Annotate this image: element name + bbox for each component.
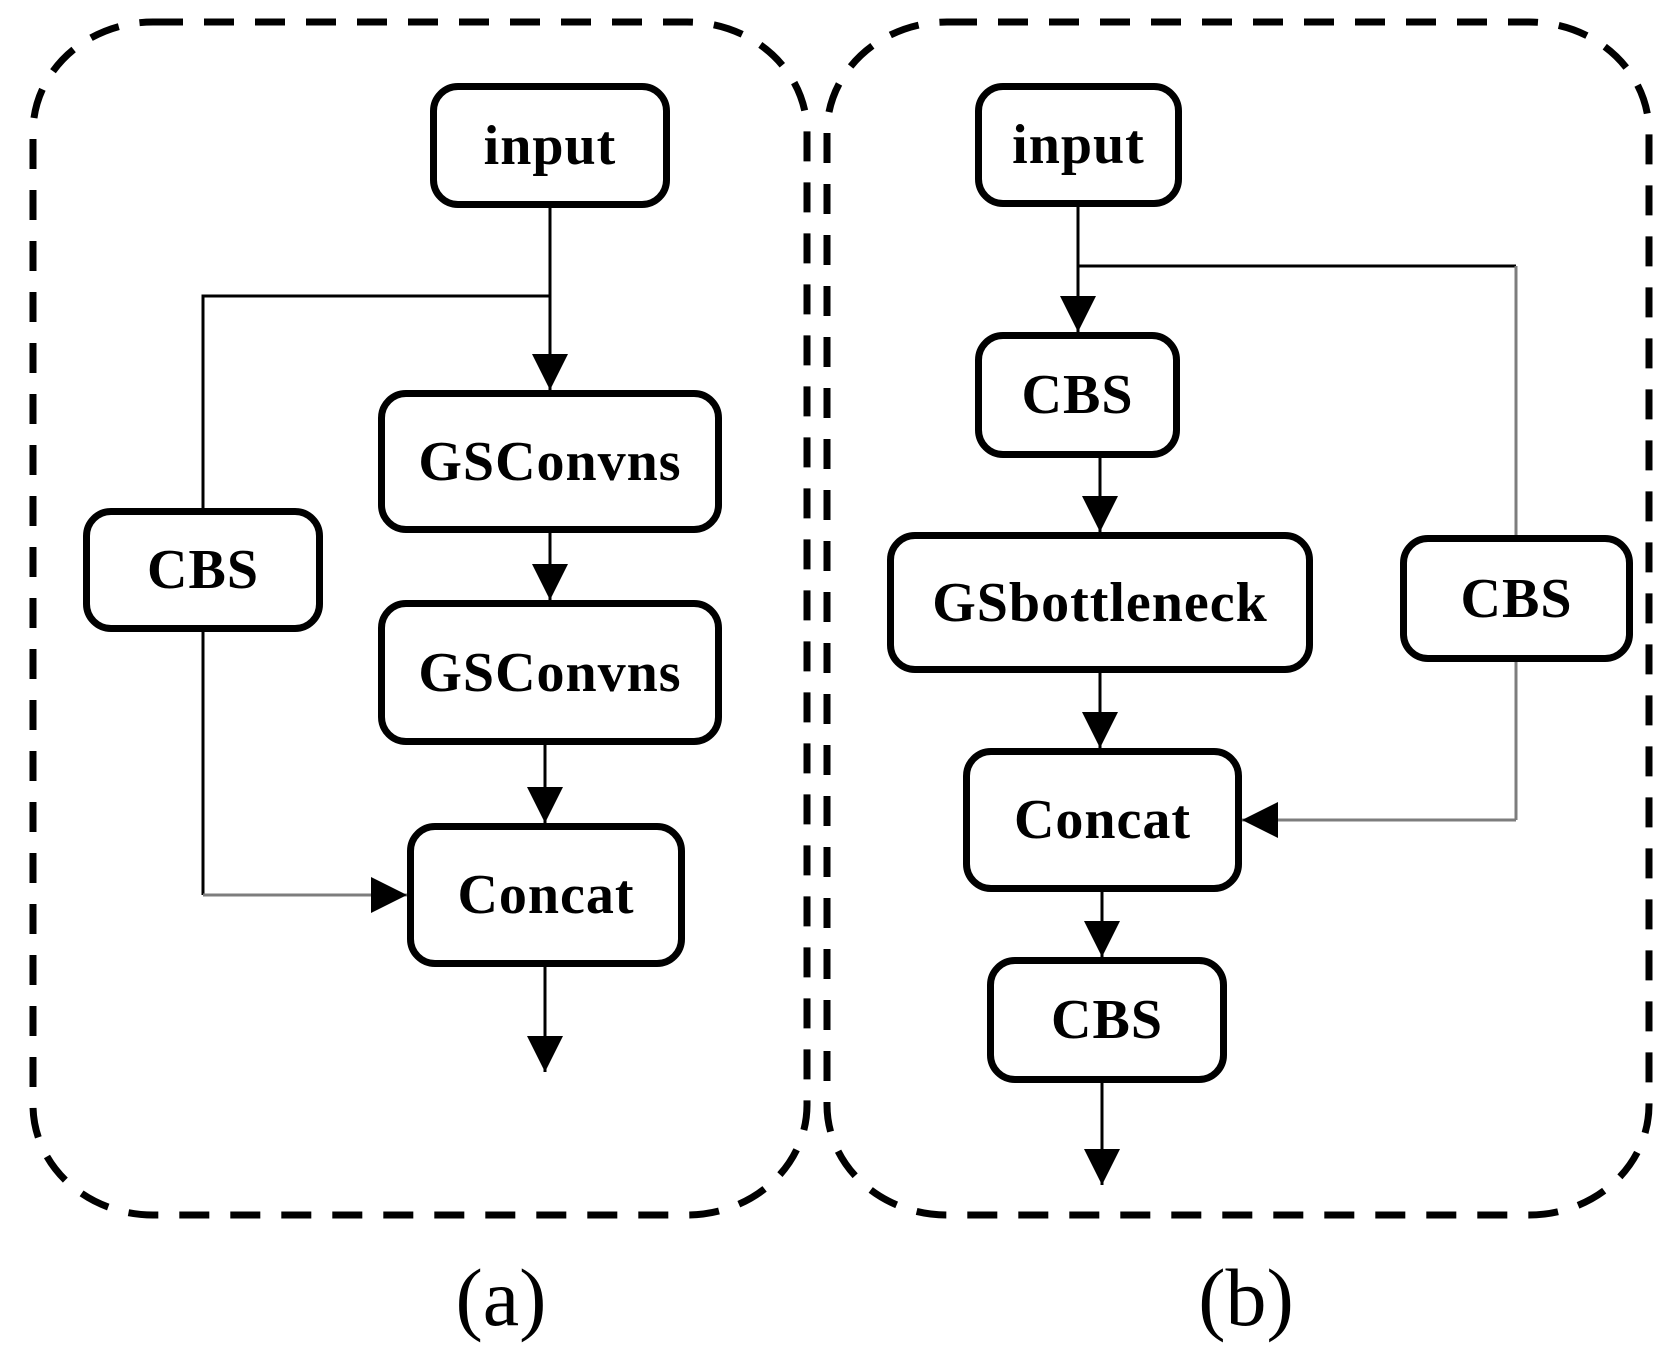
node-concat-a: Concat [407,823,685,967]
node-input-a: input [430,83,670,208]
node-gsconvns-2: GSConvns [378,600,722,745]
caption-panel-a: (a) [455,1252,547,1343]
node-cbs-a: CBS [83,508,323,632]
node-cbs-b-top: CBS [975,332,1180,458]
node-gsbottleneck: GSbottleneck [887,532,1313,673]
caption-panel-b: (b) [1198,1252,1294,1343]
node-cbs-b-bottom: CBS [987,957,1227,1083]
node-concat-b: Concat [963,748,1242,892]
node-cbs-b-right: CBS [1400,535,1633,662]
panel-a-border [29,18,811,1219]
node-input-b: input [975,83,1182,207]
panel-b-border [823,18,1653,1219]
node-gsconvns-1: GSConvns [378,390,722,533]
connector-a-branch-to-cbs [201,294,550,508]
